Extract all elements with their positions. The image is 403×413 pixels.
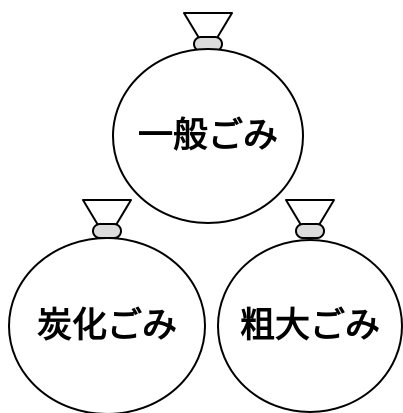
bag-general-tie xyxy=(183,12,233,39)
bag-bulky: 粗大ごみ xyxy=(217,199,403,413)
bag-ash-label: 炭化ごみ xyxy=(37,306,177,346)
bag-bulky-body xyxy=(217,239,403,413)
bag-ash-knot xyxy=(92,223,122,239)
bag-general-label: 一般ごみ xyxy=(138,116,278,156)
bag-ash-tie xyxy=(82,199,132,226)
bag-bulky-tie xyxy=(285,199,335,226)
bag-bulky-knot xyxy=(295,223,325,239)
bag-ash-body xyxy=(8,237,206,413)
bag-ash: 炭化ごみ xyxy=(8,199,206,413)
bag-bulky-label: 粗大ごみ xyxy=(240,306,380,346)
bag-general-body xyxy=(112,48,304,224)
bag-general: 一般ごみ xyxy=(112,12,304,224)
